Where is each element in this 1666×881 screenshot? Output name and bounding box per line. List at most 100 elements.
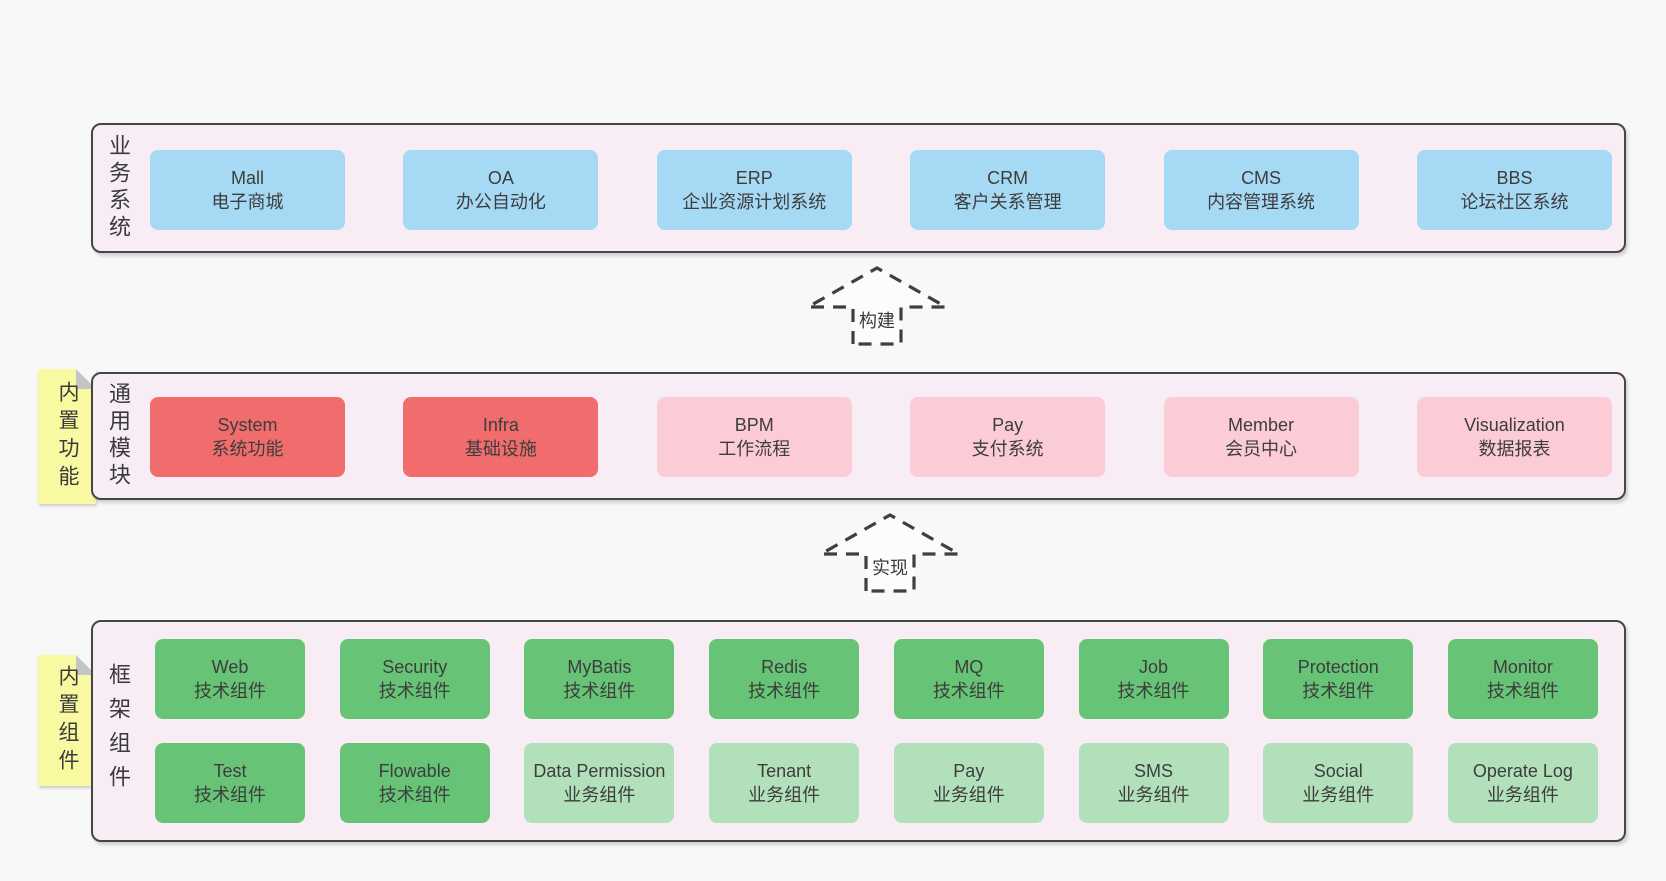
box-title: Data Permission [533,761,666,781]
box-pay-system: Pay 支付系统 [910,397,1106,477]
box-title: Security [382,657,448,677]
band-common-modules: 通用模块 System 系统功能 Infra 基础设施 BPM 工作流程 Pay… [91,372,1626,500]
sticky-note-builtin-components: 内置组件 [38,655,96,786]
box-subtitle: 业务组件 [748,785,821,805]
box-visualization: Visualization 数据报表 [1416,397,1612,477]
box-title: Job [1139,657,1169,677]
modules-box-row: System 系统功能 Infra 基础设施 BPM 工作流程 Pay 支付系统… [150,397,1612,477]
box-crm: CRM 客户关系管理 [910,150,1106,230]
box-monitor: Monitor 技术组件 [1447,639,1598,719]
box-title: Visualization [1464,415,1565,435]
box-title: Protection [1297,657,1379,677]
box-title: Infra [482,415,519,435]
box-subtitle: 业务组件 [1302,785,1375,805]
box-subtitle: 办公自动化 [455,192,546,212]
box-title: CMS [1241,168,1282,188]
box-title: BBS [1496,168,1533,188]
box-title: Pay [953,761,985,781]
box-subtitle: 数据报表 [1478,439,1551,459]
box-title: System [217,415,278,435]
box-mq: MQ 技术组件 [893,639,1044,719]
box-cms: CMS 内容管理系统 [1163,150,1359,230]
box-redis: Redis 技术组件 [709,639,860,719]
box-subtitle: 技术组件 [194,785,266,805]
box-title: Pay [992,415,1024,435]
box-subtitle: 技术组件 [378,785,451,805]
sticky-text: 内置组件 [56,664,79,777]
box-social: Social 业务组件 [1263,743,1414,823]
box-subtitle: 技术组件 [1302,681,1375,701]
sticky-text: 内置功能 [56,380,79,493]
box-bpm: BPM 工作流程 [656,397,852,477]
box-oa: OA 办公自动化 [403,150,599,230]
box-title: ERP [735,168,773,188]
box-title: Monitor [1492,657,1553,677]
arrow-label: 实现 [869,554,911,580]
arrow-build: 构建 [806,265,948,347]
box-job: Job 技术组件 [1078,639,1229,719]
box-subtitle: 技术组件 [378,681,451,701]
box-operate-log: Operate Log 业务组件 [1447,743,1598,823]
box-subtitle: 支付系统 [971,439,1044,459]
arrow-label: 构建 [856,307,898,333]
box-mall: Mall 电子商城 [150,150,345,230]
box-title: OA [487,168,514,188]
box-title: Test [213,761,247,781]
box-subtitle: 业务组件 [1486,785,1559,805]
band-label-common-modules: 通用模块 [106,382,131,490]
box-subtitle: 电子商城 [211,192,284,212]
box-title: Tenant [757,761,812,781]
box-subtitle: 会员中心 [1225,439,1298,459]
box-erp: ERP 企业资源计划系统 [656,150,852,230]
box-flowable: Flowable 技术组件 [339,743,490,823]
box-title: Social [1313,761,1363,781]
box-data-permission: Data Permission 业务组件 [524,743,675,823]
box-subtitle: 客户关系管理 [953,192,1062,212]
box-sms: SMS 业务组件 [1078,743,1229,823]
box-subtitle: 技术组件 [932,681,1005,701]
box-tenant: Tenant 业务组件 [709,743,860,823]
band-business-systems: 业务系统 Mall 电子商城 OA 办公自动化 ERP 企业资源计划系统 CRM… [91,123,1626,253]
box-system: System 系统功能 [150,397,345,477]
box-subtitle: 业务组件 [563,785,636,805]
box-title: Redis [761,657,808,677]
box-title: MQ [954,657,984,677]
components-box-row-1: Web 技术组件 Security 技术组件 MyBatis 技术组件 Redi… [155,639,1598,719]
box-mybatis: MyBatis 技术组件 [524,639,675,719]
box-subtitle: 技术组件 [748,681,821,701]
box-title: CRM [987,168,1029,188]
box-subtitle: 企业资源计划系统 [682,192,827,212]
box-infra: Infra 基础设施 [403,397,599,477]
box-title: Operate Log [1472,761,1573,781]
box-subtitle: 业务组件 [932,785,1005,805]
box-title: Flowable [378,761,451,781]
box-pay-biz: Pay 业务组件 [893,743,1044,823]
box-subtitle: 技术组件 [1486,681,1559,701]
box-subtitle: 工作流程 [718,439,791,459]
up-arrow-icon [806,266,948,346]
box-protection: Protection 技术组件 [1263,639,1414,719]
band-framework-components: 框架组件 Web 技术组件 Security 技术组件 MyBatis 技术组件… [91,620,1626,842]
band-label-business-systems: 业务系统 [106,134,131,242]
up-arrow-icon [819,513,961,593]
band-label-framework-components: 框架组件 [106,663,131,799]
box-title: Mall [230,168,264,188]
box-subtitle: 内容管理系统 [1207,192,1316,212]
arrow-implement: 实现 [819,512,961,594]
components-box-row-2: Test 技术组件 Flowable 技术组件 Data Permission … [155,743,1598,823]
box-member: Member 会员中心 [1163,397,1359,477]
box-subtitle: 技术组件 [194,681,266,701]
box-subtitle: 基础设施 [464,439,537,459]
box-security: Security 技术组件 [339,639,490,719]
box-web: Web 技术组件 [155,639,305,719]
box-subtitle: 技术组件 [563,681,636,701]
box-title: Member [1228,415,1295,435]
business-box-row: Mall 电子商城 OA 办公自动化 ERP 企业资源计划系统 CRM 客户关系… [150,150,1612,230]
box-bbs: BBS 论坛社区系统 [1416,150,1612,230]
box-title: Web [211,657,249,677]
box-title: BPM [734,415,774,435]
box-title: MyBatis [567,657,632,677]
sticky-note-builtin-features: 内置功能 [38,369,96,504]
box-subtitle: 系统功能 [211,439,284,459]
box-subtitle: 论坛社区系统 [1460,192,1569,212]
